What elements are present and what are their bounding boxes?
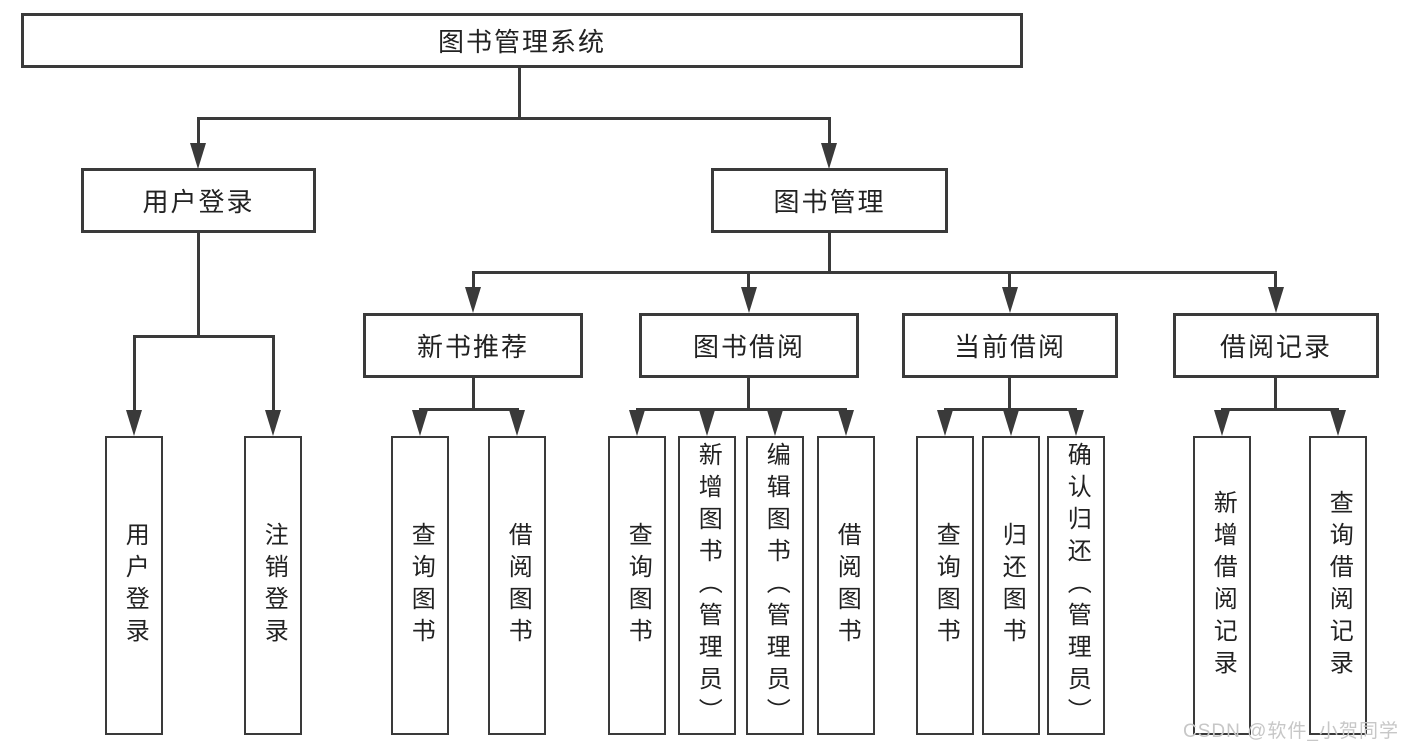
csdn-watermark: CSDN @软件_小贺同学 [1183,721,1399,742]
node-label: 查询图书 [407,521,435,650]
leaf-confirm-return-admin: 确认归还（管理员） [1047,436,1105,735]
connector-line [1008,271,1011,289]
node-label: 查询借阅记录 [1325,489,1353,682]
leaf-edit-book-admin: 编辑图书（管理员） [746,436,804,735]
node-label: 图书管理系统 [437,27,606,57]
connector-line [1274,271,1277,289]
connector-line [197,117,200,147]
node-label: 用户登录 [121,521,149,650]
node-label: 用户登录 [142,187,255,217]
node-current-borrowing: 当前借阅 [902,313,1118,378]
connector-line [636,408,847,411]
leaf-query-borrow-record: 查询借阅记录 [1309,436,1367,735]
node-label: 新增图书（管理员） [694,441,722,730]
node-label: 查询图书 [932,521,960,650]
node-label: 确认归还（管理员） [1063,441,1091,730]
leaf-query-books-current: 查询图书 [916,436,974,735]
arrow-down-icon [509,410,525,436]
arrow-down-icon [629,410,645,436]
connector-line [472,271,475,289]
node-label: 查询图书 [624,521,652,650]
leaf-user-login: 用户登录 [105,436,163,735]
connector-line [1008,377,1011,410]
connector-line [472,271,1277,274]
node-book-management: 图书管理 [711,168,948,233]
connector-line [518,68,521,118]
connector-line [828,233,831,274]
arrow-down-icon [126,410,142,436]
arrow-down-icon [412,410,428,436]
node-label: 新书推荐 [416,332,529,362]
connector-line [197,117,831,120]
arrow-down-icon [465,287,481,313]
node-label: 借阅记录 [1219,332,1332,362]
arrow-down-icon [821,143,837,169]
arrow-down-icon [1214,410,1230,436]
arrow-down-icon [699,410,715,436]
connector-line [197,233,200,337]
leaf-logout: 注销登录 [244,436,302,735]
leaf-add-book-admin: 新增图书（管理员） [678,436,736,735]
arrow-down-icon [1268,287,1284,313]
node-book-borrowing: 图书借阅 [639,313,859,378]
node-label: 图书管理 [773,187,886,217]
connector-line [133,335,136,413]
connector-line [1274,377,1277,410]
node-user-login: 用户登录 [81,168,316,233]
node-label: 注销登录 [260,521,288,650]
leaf-add-borrow-record: 新增借阅记录 [1193,436,1251,735]
arrow-down-icon [1002,287,1018,313]
connector-line [828,117,831,147]
connector-line [747,377,750,410]
connector-line [944,408,1077,411]
node-new-book-recommendation: 新书推荐 [363,313,583,378]
arrow-down-icon [1068,410,1084,436]
arrow-down-icon [265,410,281,436]
node-library-management-system: 图书管理系统 [21,13,1023,68]
arrow-down-icon [741,287,757,313]
node-label: 编辑图书（管理员） [762,441,790,730]
node-label: 借阅图书 [833,521,861,650]
arrow-down-icon [937,410,953,436]
arrow-down-icon [767,410,783,436]
node-label: 归还图书 [998,521,1026,650]
leaf-borrow-books-recommend: 借阅图书 [488,436,546,735]
arrow-down-icon [1330,410,1346,436]
node-label: 当前借阅 [953,332,1066,362]
connector-line [472,377,475,410]
connector-line [1221,408,1339,411]
leaf-query-books-borrowing: 查询图书 [608,436,666,735]
arrow-down-icon [190,143,206,169]
node-label: 借阅图书 [504,521,532,650]
node-borrowing-records: 借阅记录 [1173,313,1379,378]
leaf-query-books-recommend: 查询图书 [391,436,449,735]
connector-line [272,335,275,413]
arrow-down-icon [1003,410,1019,436]
node-label: 图书借阅 [692,332,805,362]
connector-line [419,408,519,411]
arrow-down-icon [838,410,854,436]
connector-line [133,335,275,338]
node-label: 新增借阅记录 [1209,489,1237,682]
connector-line [747,271,750,289]
leaf-borrow-books-borrowing: 借阅图书 [817,436,875,735]
leaf-return-books: 归还图书 [982,436,1040,735]
